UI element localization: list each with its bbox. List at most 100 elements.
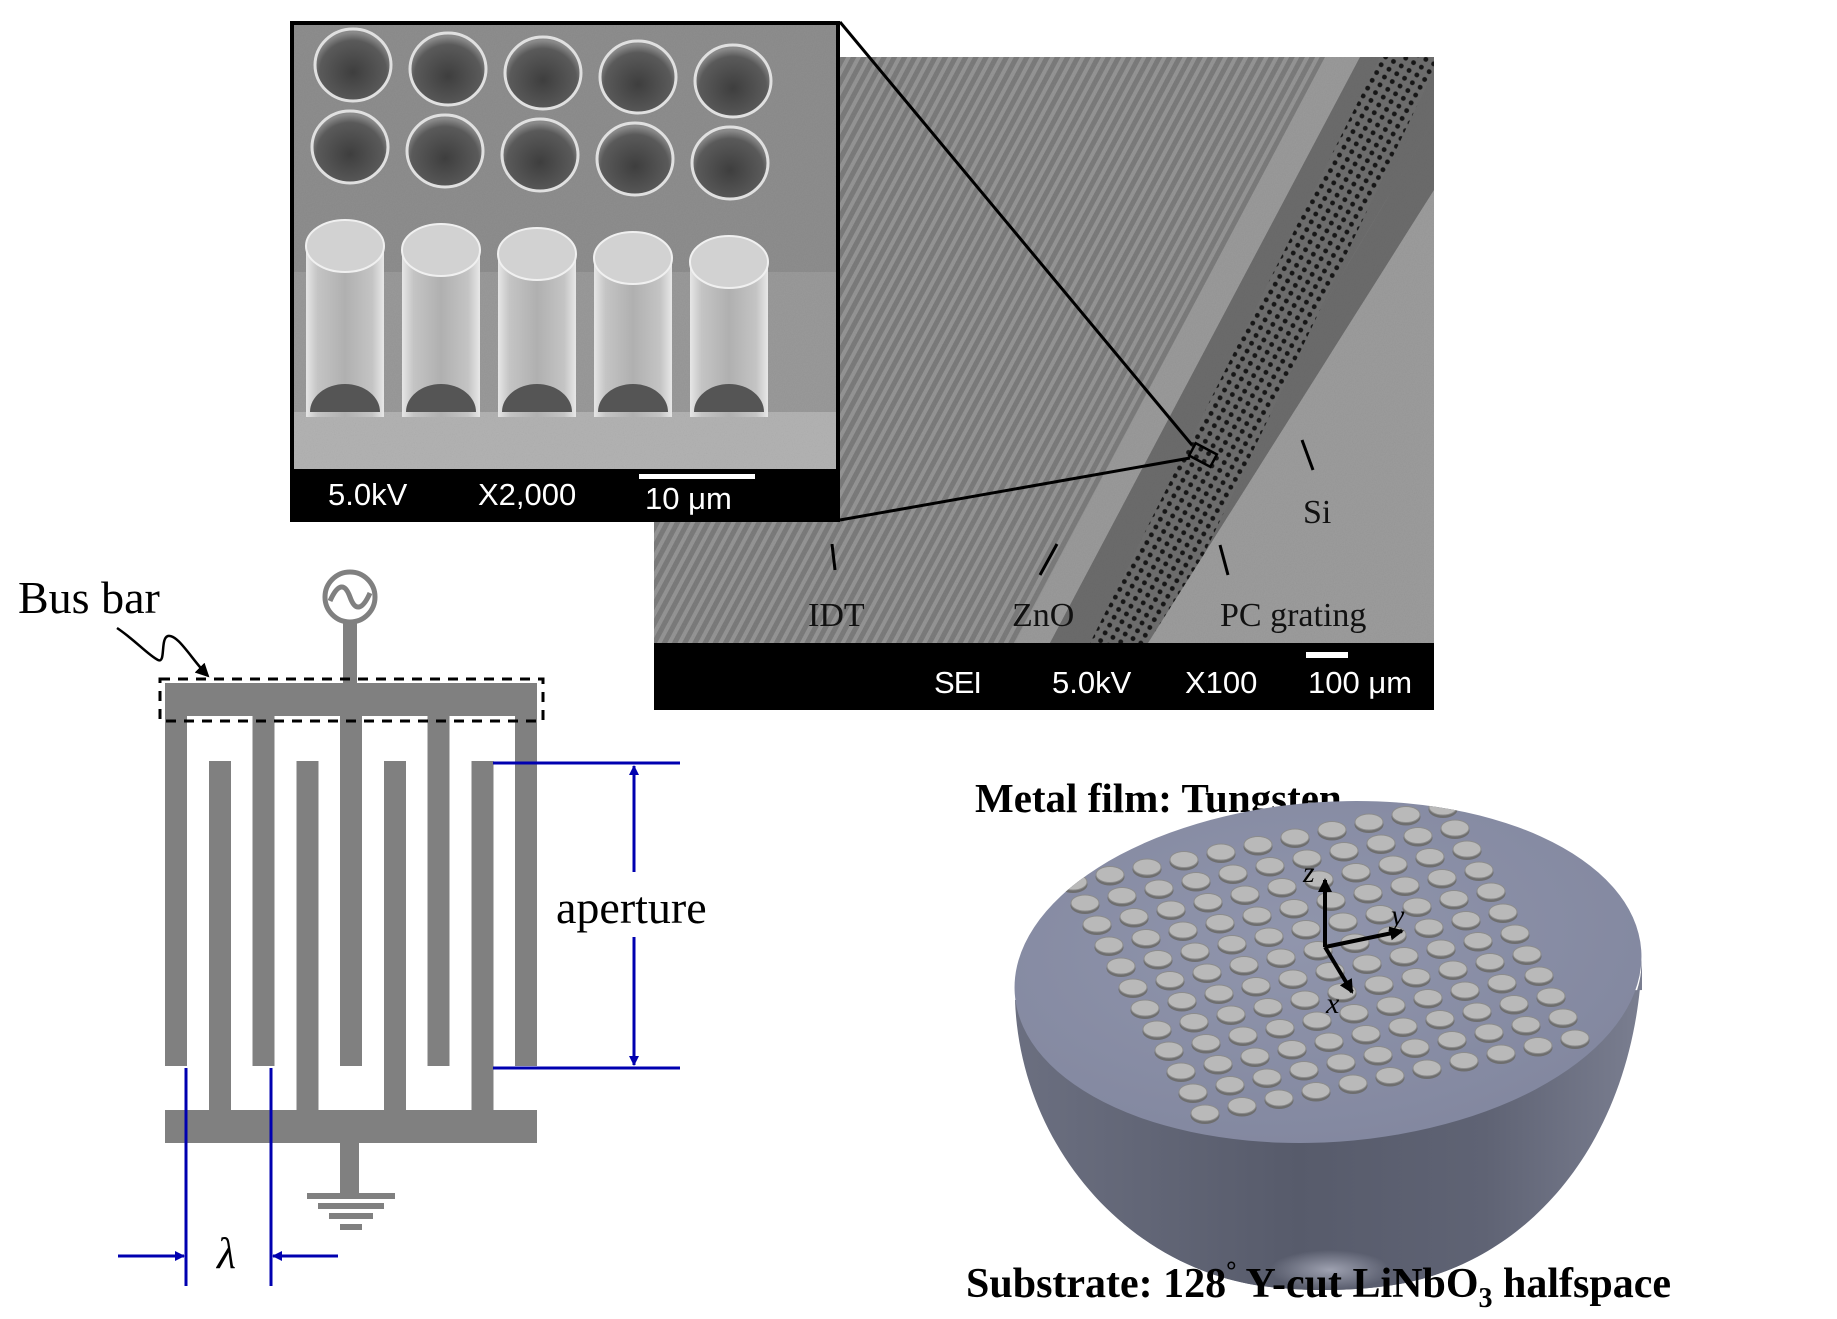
tungsten-pillar: [1401, 968, 1431, 985]
tungsten-pillar: [1488, 903, 1518, 921]
tungsten-pillar: [1462, 1002, 1492, 1020]
aperture-dimension: aperture: [493, 761, 707, 1070]
tungsten-pillar: [1203, 1055, 1233, 1072]
tungsten-pillar: [1230, 885, 1260, 903]
tungsten-pillar: [1155, 971, 1185, 988]
tungsten-pillar: [1400, 1038, 1430, 1056]
pillar: [305, 219, 385, 417]
sem-main-info-bar: [654, 643, 1434, 710]
etched-hole: [598, 39, 678, 115]
tungsten-pillar: [1314, 1032, 1344, 1050]
sem-main-scale-bar: [1306, 652, 1348, 658]
tungsten-pillar: [1463, 932, 1493, 949]
tungsten-pillar: [1402, 897, 1432, 915]
tungsten-pillar: [1560, 1029, 1590, 1047]
tungsten-pillar: [1227, 1097, 1257, 1114]
substrate-floor: [294, 412, 836, 469]
bus-bar-highlight-box: [158, 677, 545, 723]
ac-source-icon: [322, 569, 378, 684]
tungsten-pillar: [1352, 954, 1382, 972]
zoom-connector-bottom: [839, 456, 1191, 522]
top-finger: [340, 716, 362, 1066]
tungsten-pillar: [1243, 836, 1273, 853]
idt-schematic: Bus bar aperture: [18, 569, 707, 1286]
tungsten-pillar: [1292, 849, 1322, 867]
tungsten-pillar: [1131, 929, 1161, 946]
etched-hole: [693, 43, 773, 119]
tungsten-pillar: [1267, 878, 1297, 895]
tungsten-pillar: [1217, 935, 1247, 952]
tungsten-pillar: [1181, 872, 1211, 889]
tungsten-pillar: [1523, 1037, 1553, 1054]
tungsten-pillar: [1339, 1004, 1369, 1021]
top-finger: [165, 716, 187, 1066]
tungsten-pillar: [1242, 906, 1272, 924]
bus-bar-label: Bus bar: [18, 572, 160, 623]
label-pc-grating: PC grating: [1220, 597, 1366, 634]
bottom-electrode-fingers: [209, 761, 494, 1111]
bottom-finger: [209, 761, 231, 1111]
tungsten-pillar: [1476, 882, 1506, 900]
tungsten-pillar: [1058, 873, 1088, 891]
zoom-region-box: [1187, 441, 1219, 469]
tungsten-pillar: [1142, 1020, 1172, 1038]
tungsten-pillar: [1426, 939, 1456, 957]
tungsten-pillar: [1391, 806, 1421, 823]
tungsten-pillar: [1190, 1104, 1220, 1122]
tungsten-pillar: [1167, 992, 1197, 1009]
label-idt: IDT: [808, 597, 865, 634]
tungsten-pillar: [1428, 798, 1458, 816]
tungsten-pillar: [1216, 1005, 1246, 1023]
tungsten-pillar: [1464, 861, 1494, 879]
tungsten-pillar: [1094, 936, 1124, 954]
etched-hole: [310, 109, 390, 185]
tungsten-pillar: [1425, 1010, 1455, 1027]
tungsten-pillar: [1289, 1061, 1319, 1078]
tungsten-pillar: [1279, 899, 1309, 916]
pc-grating-band: [1090, 57, 1434, 643]
pc-grating-leader: [1218, 544, 1230, 576]
inset-magnification: X2,000: [478, 477, 576, 512]
tungsten-pillar: [1266, 948, 1296, 966]
tungsten-pillar: [1278, 969, 1308, 987]
tungsten-pillar: [1193, 893, 1223, 910]
tungsten-pillar: [1168, 921, 1198, 939]
tungsten-pillar: [1548, 1008, 1578, 1026]
tungsten-pillar: [1512, 945, 1542, 963]
tungsten-pillar: [1316, 891, 1346, 909]
wavelength-dimension: λ: [118, 1068, 338, 1286]
tungsten-pillar: [1511, 1016, 1541, 1033]
x-axis-arrow: [1323, 945, 1354, 994]
tungsten-pillar: [1280, 828, 1310, 846]
zno-leader: [1038, 543, 1059, 576]
tungsten-pillar: [1205, 914, 1235, 931]
tungsten-pillar: [1439, 890, 1469, 907]
bottom-finger: [471, 761, 494, 1111]
y-axis-label: y: [1388, 899, 1405, 932]
etched-hole: [500, 117, 580, 193]
pillar-array: [305, 219, 769, 417]
substrate-label: Substrate: 128° Y-cut LiNbO3 halfspace: [966, 1256, 1671, 1314]
tungsten-pillar: [1107, 887, 1137, 904]
tungsten-pillar: [1166, 1062, 1196, 1080]
tungsten-pillar: [1070, 894, 1100, 912]
tungsten-pillar: [1486, 1044, 1516, 1062]
tungsten-pillar: [1390, 876, 1420, 894]
si-region: [1148, 190, 1434, 643]
tungsten-pillar: [1178, 1083, 1208, 1101]
bottom-finger: [384, 761, 406, 1111]
tungsten-pillar: [1452, 840, 1482, 858]
idt-leader: [830, 543, 837, 571]
etched-hole: [595, 121, 675, 197]
tungsten-pillar: [1264, 1089, 1294, 1107]
tungsten-pillar: [1229, 956, 1259, 973]
tungsten-pillar: [1144, 879, 1174, 897]
tungsten-pillar: [1524, 966, 1554, 984]
inset-voltage: 5.0kV: [328, 477, 408, 512]
tungsten-pillar: [1301, 1082, 1331, 1099]
tungsten-pillar: [1119, 908, 1149, 925]
etched-hole: [313, 27, 393, 103]
tungsten-pillar: [1179, 1013, 1209, 1030]
sem-inset-image: 5.0kV X2,000 10 μm: [290, 21, 840, 522]
